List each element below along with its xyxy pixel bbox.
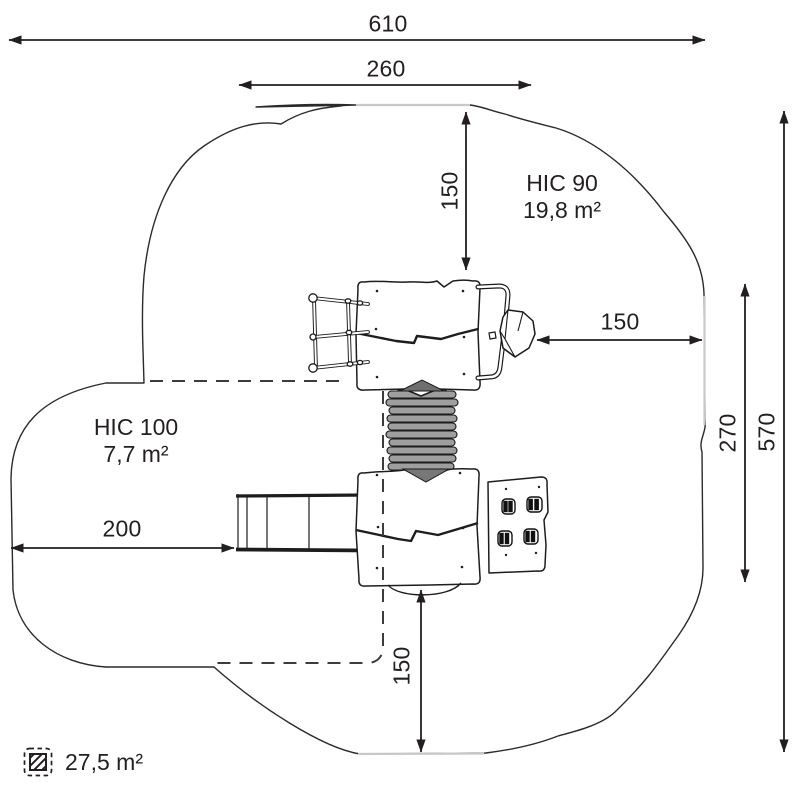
safety-zone-outline [10, 103, 706, 755]
dimension-arrows [8, 35, 789, 753]
reference-edges [356, 103, 706, 756]
upper-platform [355, 279, 481, 397]
zone-hic100-title: HIC 100 [93, 413, 179, 440]
zone-hic90-label: HIC 90 19,8 m² [523, 170, 601, 224]
climbing-ladder [308, 293, 370, 373]
platform-fixing-dots [374, 289, 466, 379]
dim-total-width-label: 610 [368, 10, 408, 37]
zone-hic100-label: HIC 100 7,7 m² [94, 414, 178, 468]
hidden-zone-boundary-dashed [150, 380, 384, 664]
hatched-square-icon [23, 747, 53, 777]
lower-platform [355, 468, 481, 596]
slide [235, 493, 369, 553]
platform-fixing-dots [375, 471, 465, 570]
zone-hic90-area: 19,8 m² [523, 197, 601, 223]
dim-bottom-clearance-label: 150 [388, 646, 415, 686]
dim-total-height-label: 570 [753, 412, 780, 452]
legend-total-area: 27,5 m² [23, 747, 143, 777]
climbing-panel [487, 476, 549, 574]
dim-right-clearance-label: 150 [600, 308, 640, 335]
panel-fixing-dots [504, 485, 541, 557]
zone-hic100-area: 7,7 m² [103, 441, 169, 467]
dim-top-clearance-label: 150 [436, 171, 463, 211]
climbing-holds [497, 496, 543, 547]
legend-total-area-value: 27,5 m² [65, 748, 143, 775]
zone-hic90-title: HIC 90 [526, 169, 598, 196]
dim-upper-span-label: 260 [366, 55, 406, 82]
dim-left-clearance-label: 200 [102, 515, 142, 542]
dim-inner-height-label: 270 [714, 413, 741, 453]
climbing-rock [488, 309, 536, 358]
